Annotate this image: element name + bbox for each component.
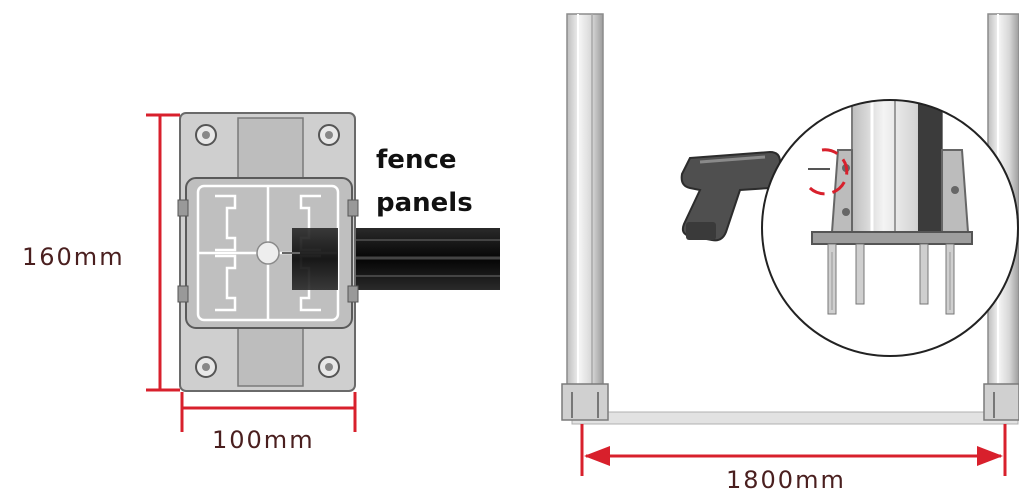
left-post [561,13,609,421]
span-dimension-label: 1800mm [726,466,846,492]
fence-panels-label-line1: fence [376,145,457,175]
fence-panels-label-line2: panels [376,188,473,218]
span-dimension [580,424,1007,476]
width-dimension [180,392,357,432]
bolt-hole [318,124,340,146]
post-span-diagram: 1800mm [561,13,1019,492]
height-dimension-label: 160mm [22,243,125,271]
bolt-hole [195,124,217,146]
width-dimension-label: 100mm [212,426,315,454]
base-plate [177,112,359,392]
drill-target-marker [806,148,849,196]
ground-rail [571,411,1019,425]
bolt-hole [318,356,340,378]
magnifier-callout [761,99,1019,357]
height-dimension [146,113,180,392]
bolt-hole [195,356,217,378]
base-plate-diagram: 160mm 100mm fence panels [22,112,500,454]
